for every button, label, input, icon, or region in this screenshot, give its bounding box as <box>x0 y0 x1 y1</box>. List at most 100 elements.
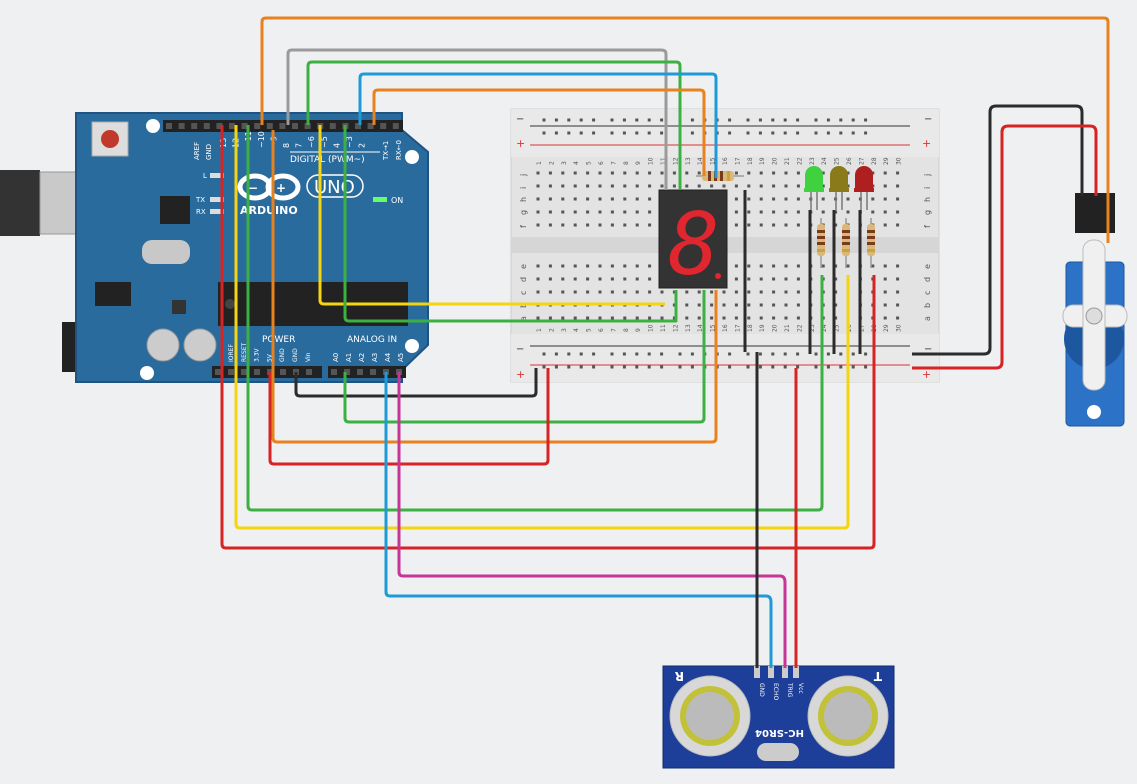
rail-hole[interactable] <box>796 118 800 122</box>
bb-hole[interactable] <box>796 184 800 188</box>
header-pin[interactable] <box>344 369 350 375</box>
bb-hole[interactable] <box>759 264 763 268</box>
wire-orange-resistor[interactable] <box>372 88 706 176</box>
bb-hole[interactable] <box>846 210 850 214</box>
rail-hole[interactable] <box>610 131 614 135</box>
bb-hole[interactable] <box>784 223 788 227</box>
bb-hole[interactable] <box>548 316 552 320</box>
arduino-uno[interactable]: − + ARDUINO UNO ON L TX RX DIGITAL (PWM~… <box>0 112 429 383</box>
bb-hole[interactable] <box>561 171 565 175</box>
bb-hole[interactable] <box>561 277 565 281</box>
bb-hole[interactable] <box>648 171 652 175</box>
header-pin[interactable] <box>266 123 273 129</box>
bb-hole[interactable] <box>685 184 689 188</box>
header-pin[interactable] <box>306 369 312 375</box>
bb-hole[interactable] <box>573 171 577 175</box>
bb-hole[interactable] <box>722 316 726 320</box>
bb-hole[interactable] <box>734 184 738 188</box>
sensor-pin[interactable] <box>793 666 799 678</box>
bb-hole[interactable] <box>896 197 900 201</box>
bb-hole[interactable] <box>772 277 776 281</box>
bb-hole[interactable] <box>610 197 614 201</box>
bb-hole[interactable] <box>896 290 900 294</box>
rail-hole[interactable] <box>728 352 732 356</box>
bb-hole[interactable] <box>536 264 540 268</box>
bb-hole[interactable] <box>759 277 763 281</box>
rail-hole[interactable] <box>635 131 639 135</box>
bb-hole[interactable] <box>747 223 751 227</box>
wire-yellow-led[interactable] <box>234 125 850 530</box>
rail-hole[interactable] <box>678 352 682 356</box>
bb-hole[interactable] <box>772 197 776 201</box>
bb-hole[interactable] <box>834 303 838 307</box>
rail-hole[interactable] <box>814 352 818 356</box>
bb-hole[interactable] <box>883 290 887 294</box>
sensor-pin[interactable] <box>754 666 760 678</box>
wire-blue-display[interactable] <box>358 72 718 178</box>
header-pin[interactable] <box>229 123 235 129</box>
bb-hole[interactable] <box>896 303 900 307</box>
bb-hole[interactable] <box>586 223 590 227</box>
wire-orange-servo[interactable] <box>260 16 1110 243</box>
bb-hole[interactable] <box>772 303 776 307</box>
bb-hole[interactable] <box>660 290 664 294</box>
header-pin[interactable] <box>329 123 336 129</box>
rail-hole[interactable] <box>851 131 855 135</box>
rail-hole[interactable] <box>839 352 843 356</box>
bb-hole[interactable] <box>548 264 552 268</box>
rail-hole[interactable] <box>851 352 855 356</box>
bb-hole[interactable] <box>685 290 689 294</box>
bb-hole[interactable] <box>536 197 540 201</box>
rail-hole[interactable] <box>864 118 868 122</box>
bb-hole[interactable] <box>772 184 776 188</box>
rail-hole[interactable] <box>864 365 868 369</box>
wire-yellow-d[interactable] <box>318 125 665 306</box>
bb-hole[interactable] <box>536 223 540 227</box>
header-pin[interactable] <box>203 123 210 129</box>
bb-hole[interactable] <box>734 290 738 294</box>
bb-hole[interactable] <box>586 184 590 188</box>
bb-hole[interactable] <box>796 264 800 268</box>
wire-green-display[interactable] <box>306 60 682 190</box>
bb-hole[interactable] <box>772 171 776 175</box>
rail-hole[interactable] <box>746 131 750 135</box>
servo-motor[interactable] <box>1062 193 1128 427</box>
bb-hole[interactable] <box>573 223 577 227</box>
rail-hole[interactable] <box>567 118 571 122</box>
bb-hole[interactable] <box>834 277 838 281</box>
rail-hole[interactable] <box>796 131 800 135</box>
header-pin[interactable] <box>355 123 361 129</box>
bb-hole[interactable] <box>883 210 887 214</box>
led[interactable] <box>830 166 848 190</box>
rail-hole[interactable] <box>592 352 596 356</box>
bb-hole[interactable] <box>573 316 577 320</box>
header-pin[interactable] <box>380 123 387 129</box>
header-pin[interactable] <box>241 123 248 129</box>
bb-hole[interactable] <box>561 197 565 201</box>
bb-hole[interactable] <box>883 277 887 281</box>
bb-hole[interactable] <box>846 171 850 175</box>
bb-hole[interactable] <box>598 290 602 294</box>
bb-hole[interactable] <box>796 303 800 307</box>
bb-hole[interactable] <box>747 197 751 201</box>
bb-hole[interactable] <box>573 210 577 214</box>
rail-hole[interactable] <box>746 365 750 369</box>
bb-hole[interactable] <box>759 303 763 307</box>
bb-hole[interactable] <box>598 197 602 201</box>
bb-hole[interactable] <box>747 303 751 307</box>
bb-hole[interactable] <box>548 290 552 294</box>
rail-hole[interactable] <box>554 131 558 135</box>
bb-hole[interactable] <box>722 290 726 294</box>
bb-hole[interactable] <box>561 316 565 320</box>
bb-hole[interactable] <box>883 171 887 175</box>
bb-hole[interactable] <box>635 264 639 268</box>
bb-hole[interactable] <box>598 264 602 268</box>
bb-hole[interactable] <box>586 264 590 268</box>
bb-hole[interactable] <box>548 223 552 227</box>
bb-hole[interactable] <box>648 223 652 227</box>
rail-hole[interactable] <box>826 352 830 356</box>
bb-hole[interactable] <box>598 223 602 227</box>
rail-hole[interactable] <box>660 365 664 369</box>
rail-hole[interactable] <box>746 118 750 122</box>
